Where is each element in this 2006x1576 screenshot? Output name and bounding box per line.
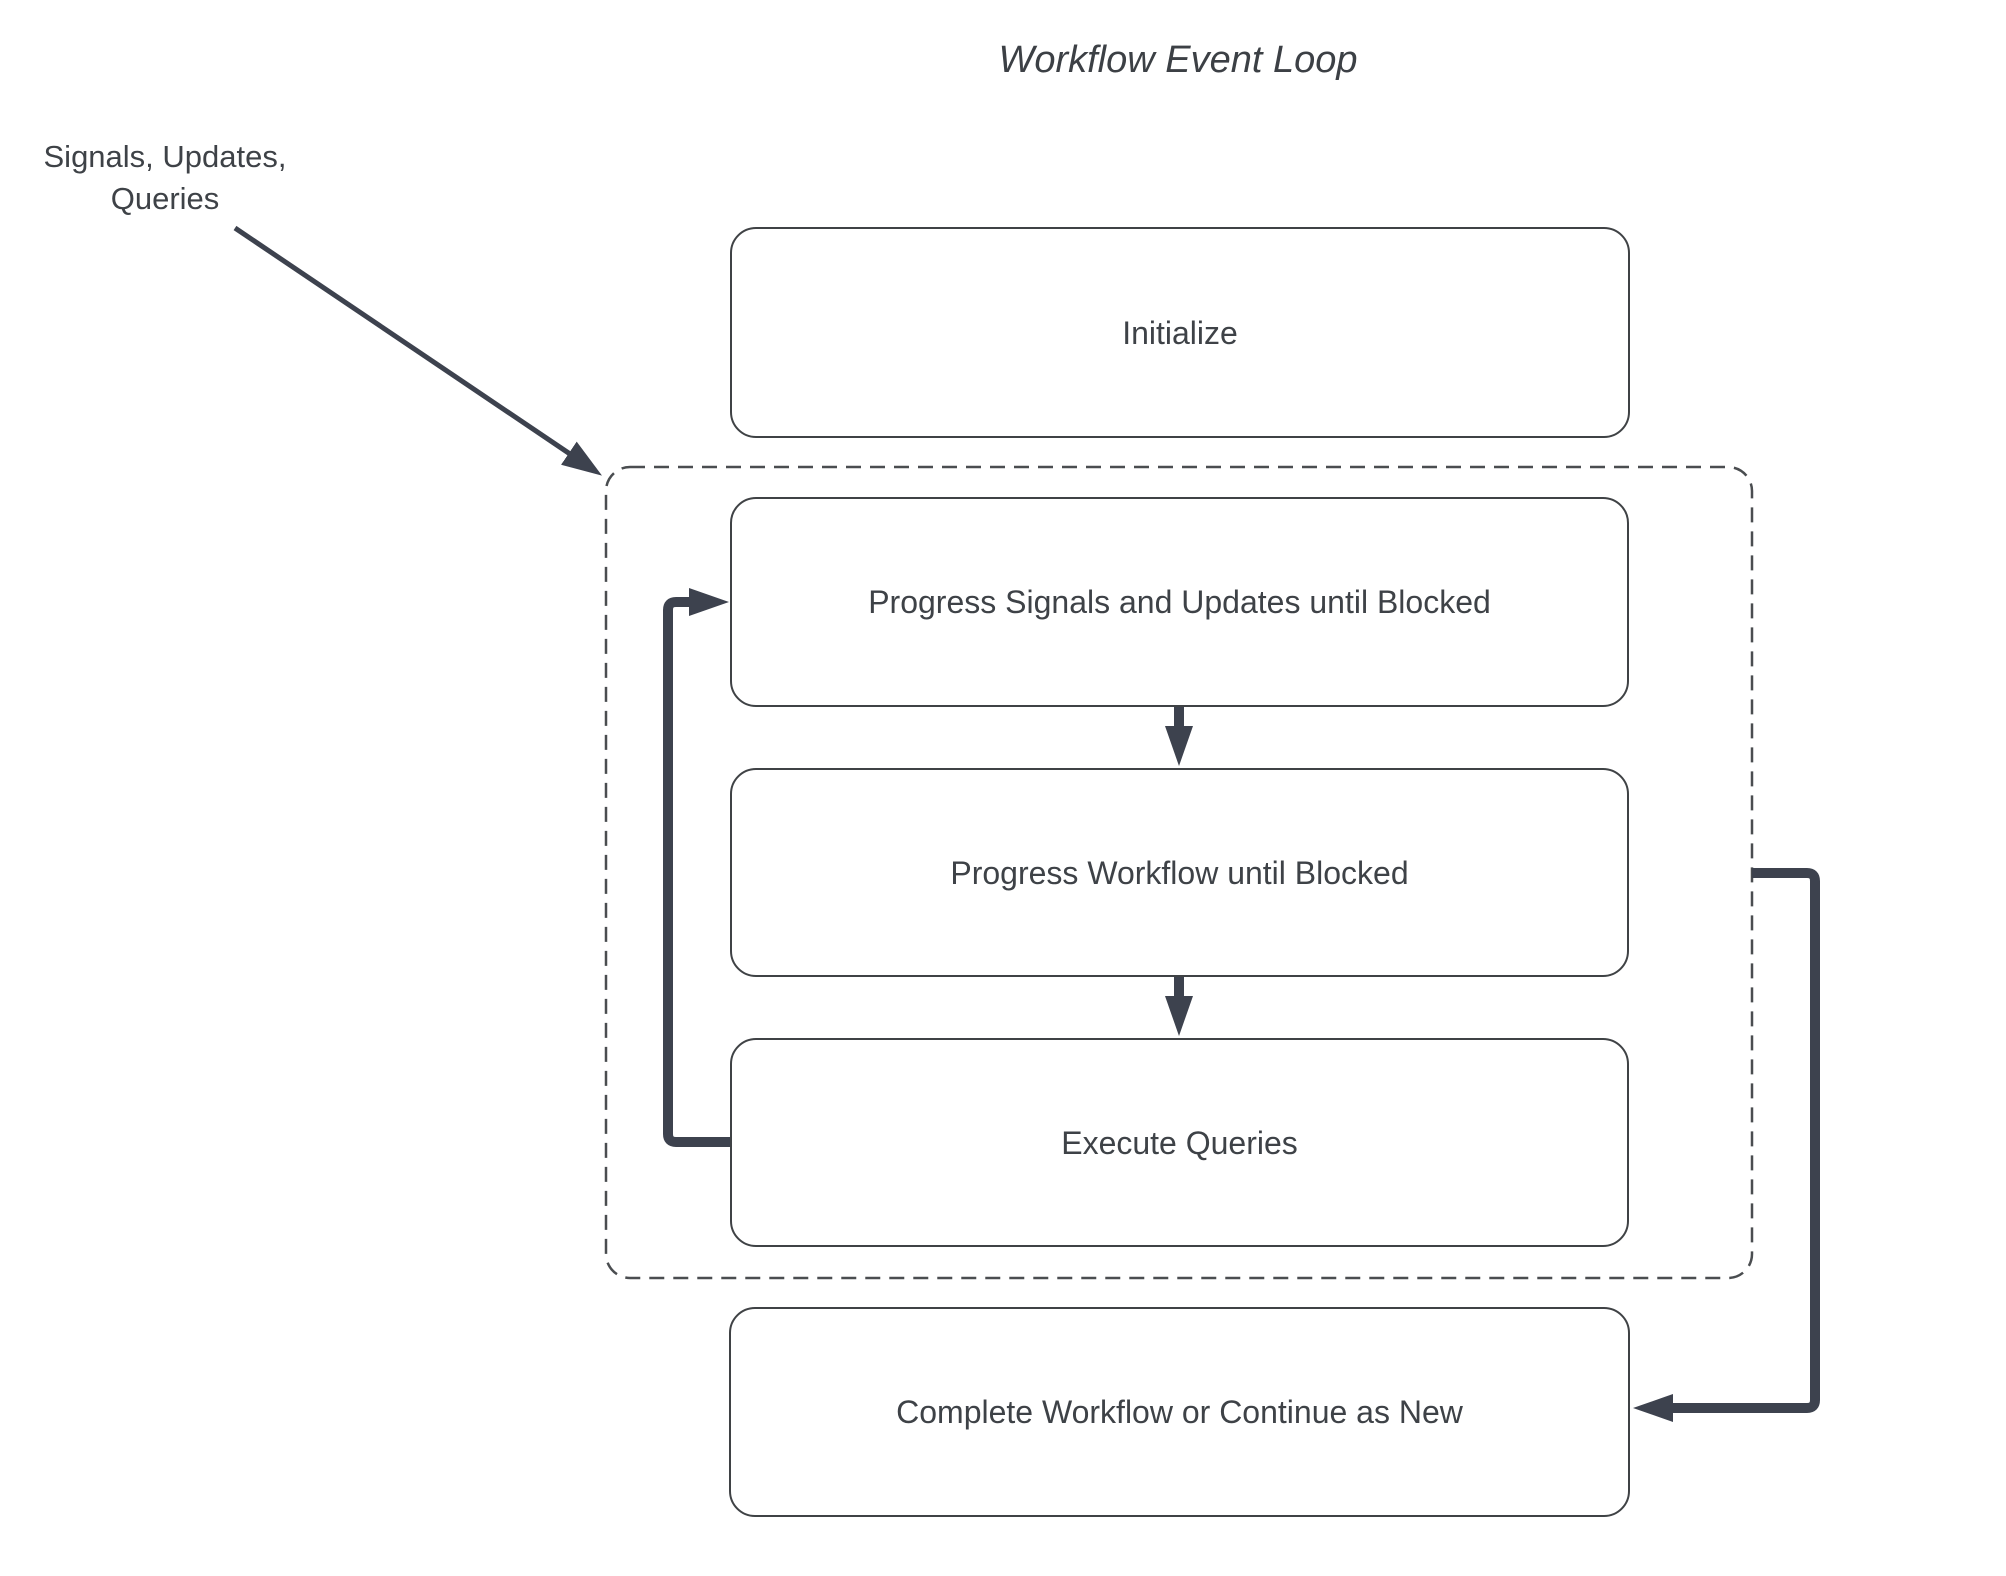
node-initialize: Initialize xyxy=(730,227,1630,438)
node-initialize-label: Initialize xyxy=(1122,314,1238,351)
annotation-signals-updates-queries: Signals, Updates, Queries xyxy=(25,136,305,220)
node-progress-workflow: Progress Workflow until Blocked xyxy=(730,768,1629,977)
node-progress-workflow-label: Progress Workflow until Blocked xyxy=(950,854,1409,891)
node-complete-workflow: Complete Workflow or Continue as New xyxy=(729,1307,1630,1517)
node-execute-queries-label: Execute Queries xyxy=(1061,1124,1298,1161)
node-progress-signals-label: Progress Signals and Updates until Block… xyxy=(868,584,1491,620)
annotation-line-2: Queries xyxy=(110,181,220,216)
node-progress-signals: Progress Signals and Updates until Block… xyxy=(730,497,1629,707)
edge-annotation-to-group-arrow xyxy=(233,225,603,476)
edge-group-to-complete-loop xyxy=(1633,868,1820,1422)
diagram-title: Workflow Event Loop xyxy=(998,39,1358,81)
node-execute-queries: Execute Queries xyxy=(730,1038,1629,1247)
node-complete-workflow-label: Complete Workflow or Continue as New xyxy=(896,1394,1463,1430)
edge-queries-to-signals-loop xyxy=(663,588,730,1147)
annotation-line-1: Signals, Updates, xyxy=(43,139,287,174)
